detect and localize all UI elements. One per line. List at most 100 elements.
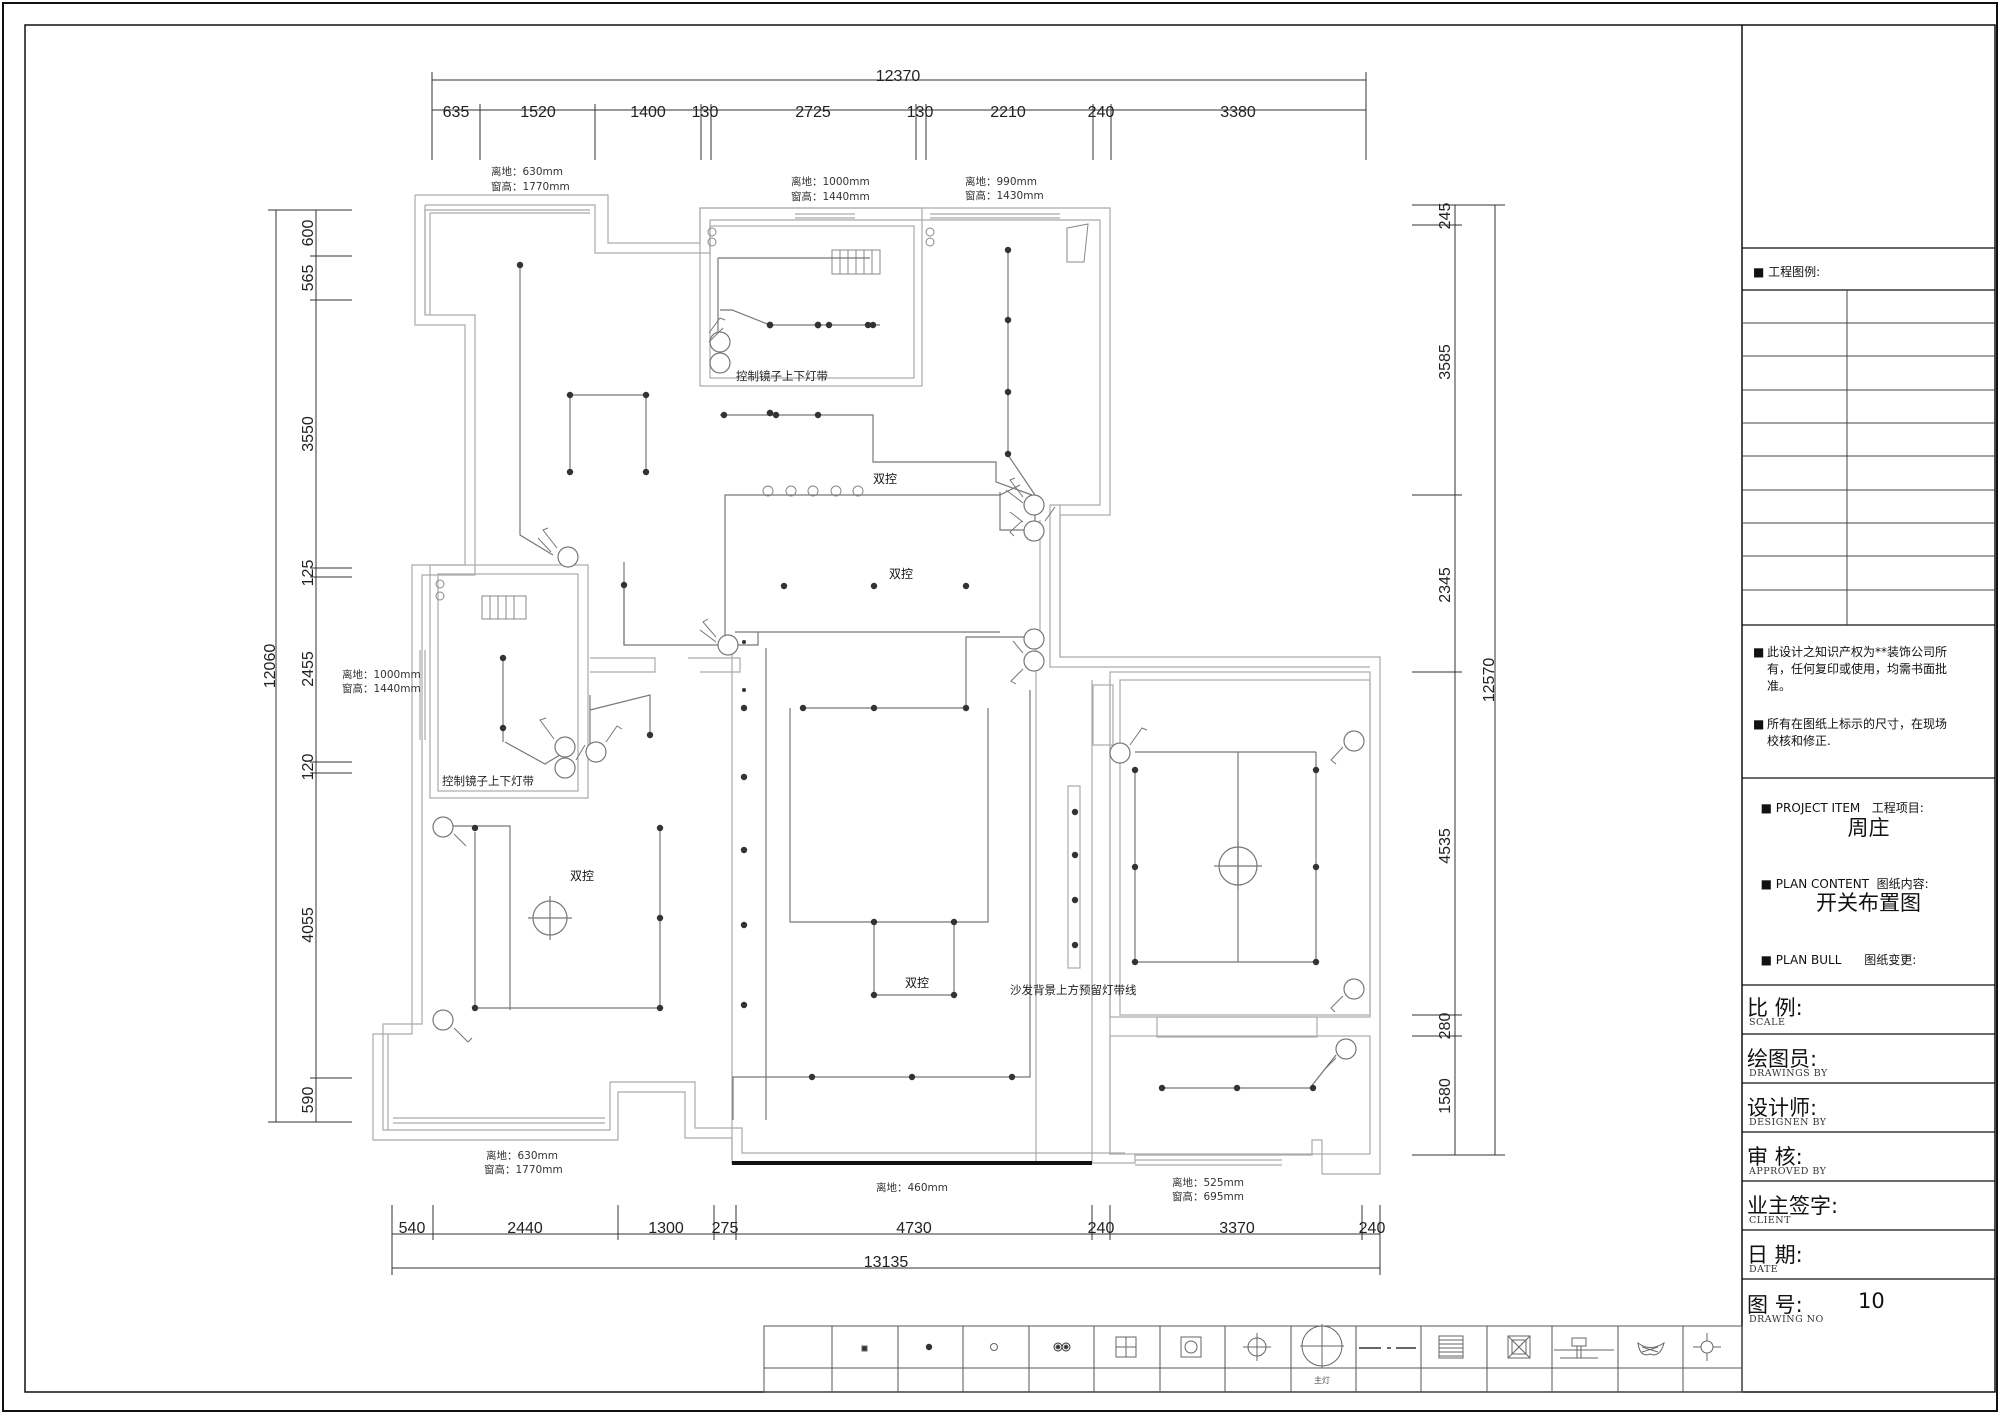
downlight	[1008, 1073, 1016, 1081]
switch	[1335, 1038, 1357, 1060]
downlight	[566, 391, 574, 399]
small-dot-icon	[861, 1345, 868, 1352]
ip-note: ■ 此设计之知识产权为**装饰公司所有，任何复印或使用，均需书面批准。	[1753, 644, 1949, 695]
dim-bottom-seg: 4730	[896, 1220, 932, 1237]
downlight	[740, 1001, 748, 1009]
approved-sub: APPROVED BY	[1749, 1166, 1827, 1177]
downlight	[1233, 1084, 1241, 1092]
switch	[1023, 650, 1045, 672]
dual-control-label: 双控	[873, 472, 897, 486]
date-sub: DATE	[1749, 1264, 1779, 1275]
dim-right-seg: 2345	[1437, 567, 1454, 603]
legend-table-grid	[1742, 290, 1995, 625]
grille-icon	[1438, 1335, 1464, 1359]
dim-left-seg: 120	[300, 754, 317, 781]
dim-bottom-seg: 3370	[1219, 1220, 1255, 1237]
downlight	[1131, 958, 1139, 966]
dim-bottom-seg: 2440	[507, 1220, 543, 1237]
downlight	[950, 918, 958, 926]
downlight	[646, 731, 654, 739]
downlight	[1131, 766, 1139, 774]
dimension-note-text: 所有在图纸上标示的尺寸，在现场校核和修正.	[1767, 717, 1948, 748]
downlight	[814, 411, 822, 419]
dim-top-seg: 3380	[1220, 104, 1256, 121]
dim-top-seg: 2210	[990, 104, 1026, 121]
downlight	[1312, 766, 1320, 774]
switch	[432, 816, 454, 838]
client-sub: CLIENT	[1749, 1215, 1791, 1226]
downlight	[870, 582, 878, 590]
downlight	[780, 582, 788, 590]
dim-right-seg: 280	[1437, 1013, 1454, 1040]
downlight	[1004, 246, 1012, 254]
bullet-icon: ■	[1760, 953, 1776, 967]
switch	[554, 757, 576, 779]
window-note-line1: 离地：990mm	[965, 175, 1037, 188]
downlight	[1131, 863, 1139, 871]
window-note-line1: 离地：1000mm	[342, 668, 421, 681]
downlight	[742, 640, 746, 644]
downlight	[799, 704, 807, 712]
switch	[709, 331, 731, 353]
downlight	[772, 411, 780, 419]
legend-heading-text: 工程图例:	[1768, 265, 1821, 279]
downlight	[471, 824, 479, 832]
dim-top-seg: 130	[692, 104, 719, 121]
downlight	[1071, 896, 1079, 904]
top-dimension-chain	[431, 72, 1367, 160]
dual-control-label: 双控	[570, 869, 594, 883]
dim-right-segments: 245 3585 2345 4535 280 1580	[1437, 203, 1454, 1114]
downlight	[642, 391, 650, 399]
switch-ticks	[453, 317, 1344, 1071]
title-block-grid	[1742, 247, 1995, 1280]
round-panel-icon	[1180, 1336, 1202, 1358]
downlight	[566, 468, 574, 476]
building-walls	[372, 194, 1381, 1175]
drawings-by-sub: DRAWINGS BY	[1749, 1068, 1828, 1079]
window-note-line2: 窗高：695mm	[1172, 1190, 1244, 1203]
downlight	[499, 654, 507, 662]
downlight	[1312, 958, 1320, 966]
downlight	[864, 321, 872, 329]
downlight	[1312, 863, 1320, 871]
window-note-line1: 离地：630mm	[486, 1149, 558, 1162]
project-item-value: 周庄	[1847, 816, 1890, 840]
legend-icons	[861, 1324, 1721, 1368]
window-notes: 离地：630mm 窗高：1770mm 离地：1000mm 窗高：1440mm 离…	[342, 165, 1244, 1203]
drawing-no-label: 图 号:	[1747, 1293, 1803, 1317]
plan-bull-label-text: PLAN BULL 图纸变更:	[1775, 953, 1917, 967]
downlight	[740, 846, 748, 854]
downlight	[808, 1073, 816, 1081]
bullet-icon: ■	[1760, 877, 1776, 891]
double-spot-icon	[1053, 1342, 1071, 1352]
outer-wall	[372, 194, 1381, 1175]
plan-bull-label: ■ PLAN BULL 图纸变更:	[1753, 937, 1917, 968]
designer-sub: DESIGNEN BY	[1749, 1117, 1827, 1128]
dim-bottom-seg: 540	[399, 1220, 426, 1237]
downlight	[814, 321, 822, 329]
dim-left-seg: 2455	[300, 651, 317, 687]
downlight	[740, 704, 748, 712]
bottom-dimension-chain	[391, 1205, 1381, 1275]
downlight	[1004, 388, 1012, 396]
downlight	[471, 1004, 479, 1012]
downlight	[1071, 941, 1079, 949]
switch	[1109, 742, 1131, 764]
mirror-light-label-upper: 控制镜子上下灯带	[736, 369, 828, 383]
downlight	[870, 991, 878, 999]
downlight	[656, 914, 664, 922]
dim-bottom-seg: 240	[1359, 1220, 1386, 1237]
exhaust-icon	[1507, 1335, 1531, 1359]
window-note-line1: 离地：1000mm	[791, 175, 870, 188]
plan-content-label: ■ PLAN CONTENT 图纸内容:	[1753, 861, 1929, 892]
switch	[1023, 494, 1045, 516]
downlight	[720, 411, 728, 419]
switch	[709, 352, 731, 374]
dim-left-total: 12060	[262, 644, 279, 689]
dim-bottom-seg: 1300	[648, 1220, 684, 1237]
wall-lamp-icon	[1637, 1341, 1665, 1356]
date-label: 日 期:	[1747, 1243, 1803, 1267]
client-label: 业主签字:	[1747, 1194, 1839, 1218]
bullet-icon: ■	[1753, 717, 1765, 731]
